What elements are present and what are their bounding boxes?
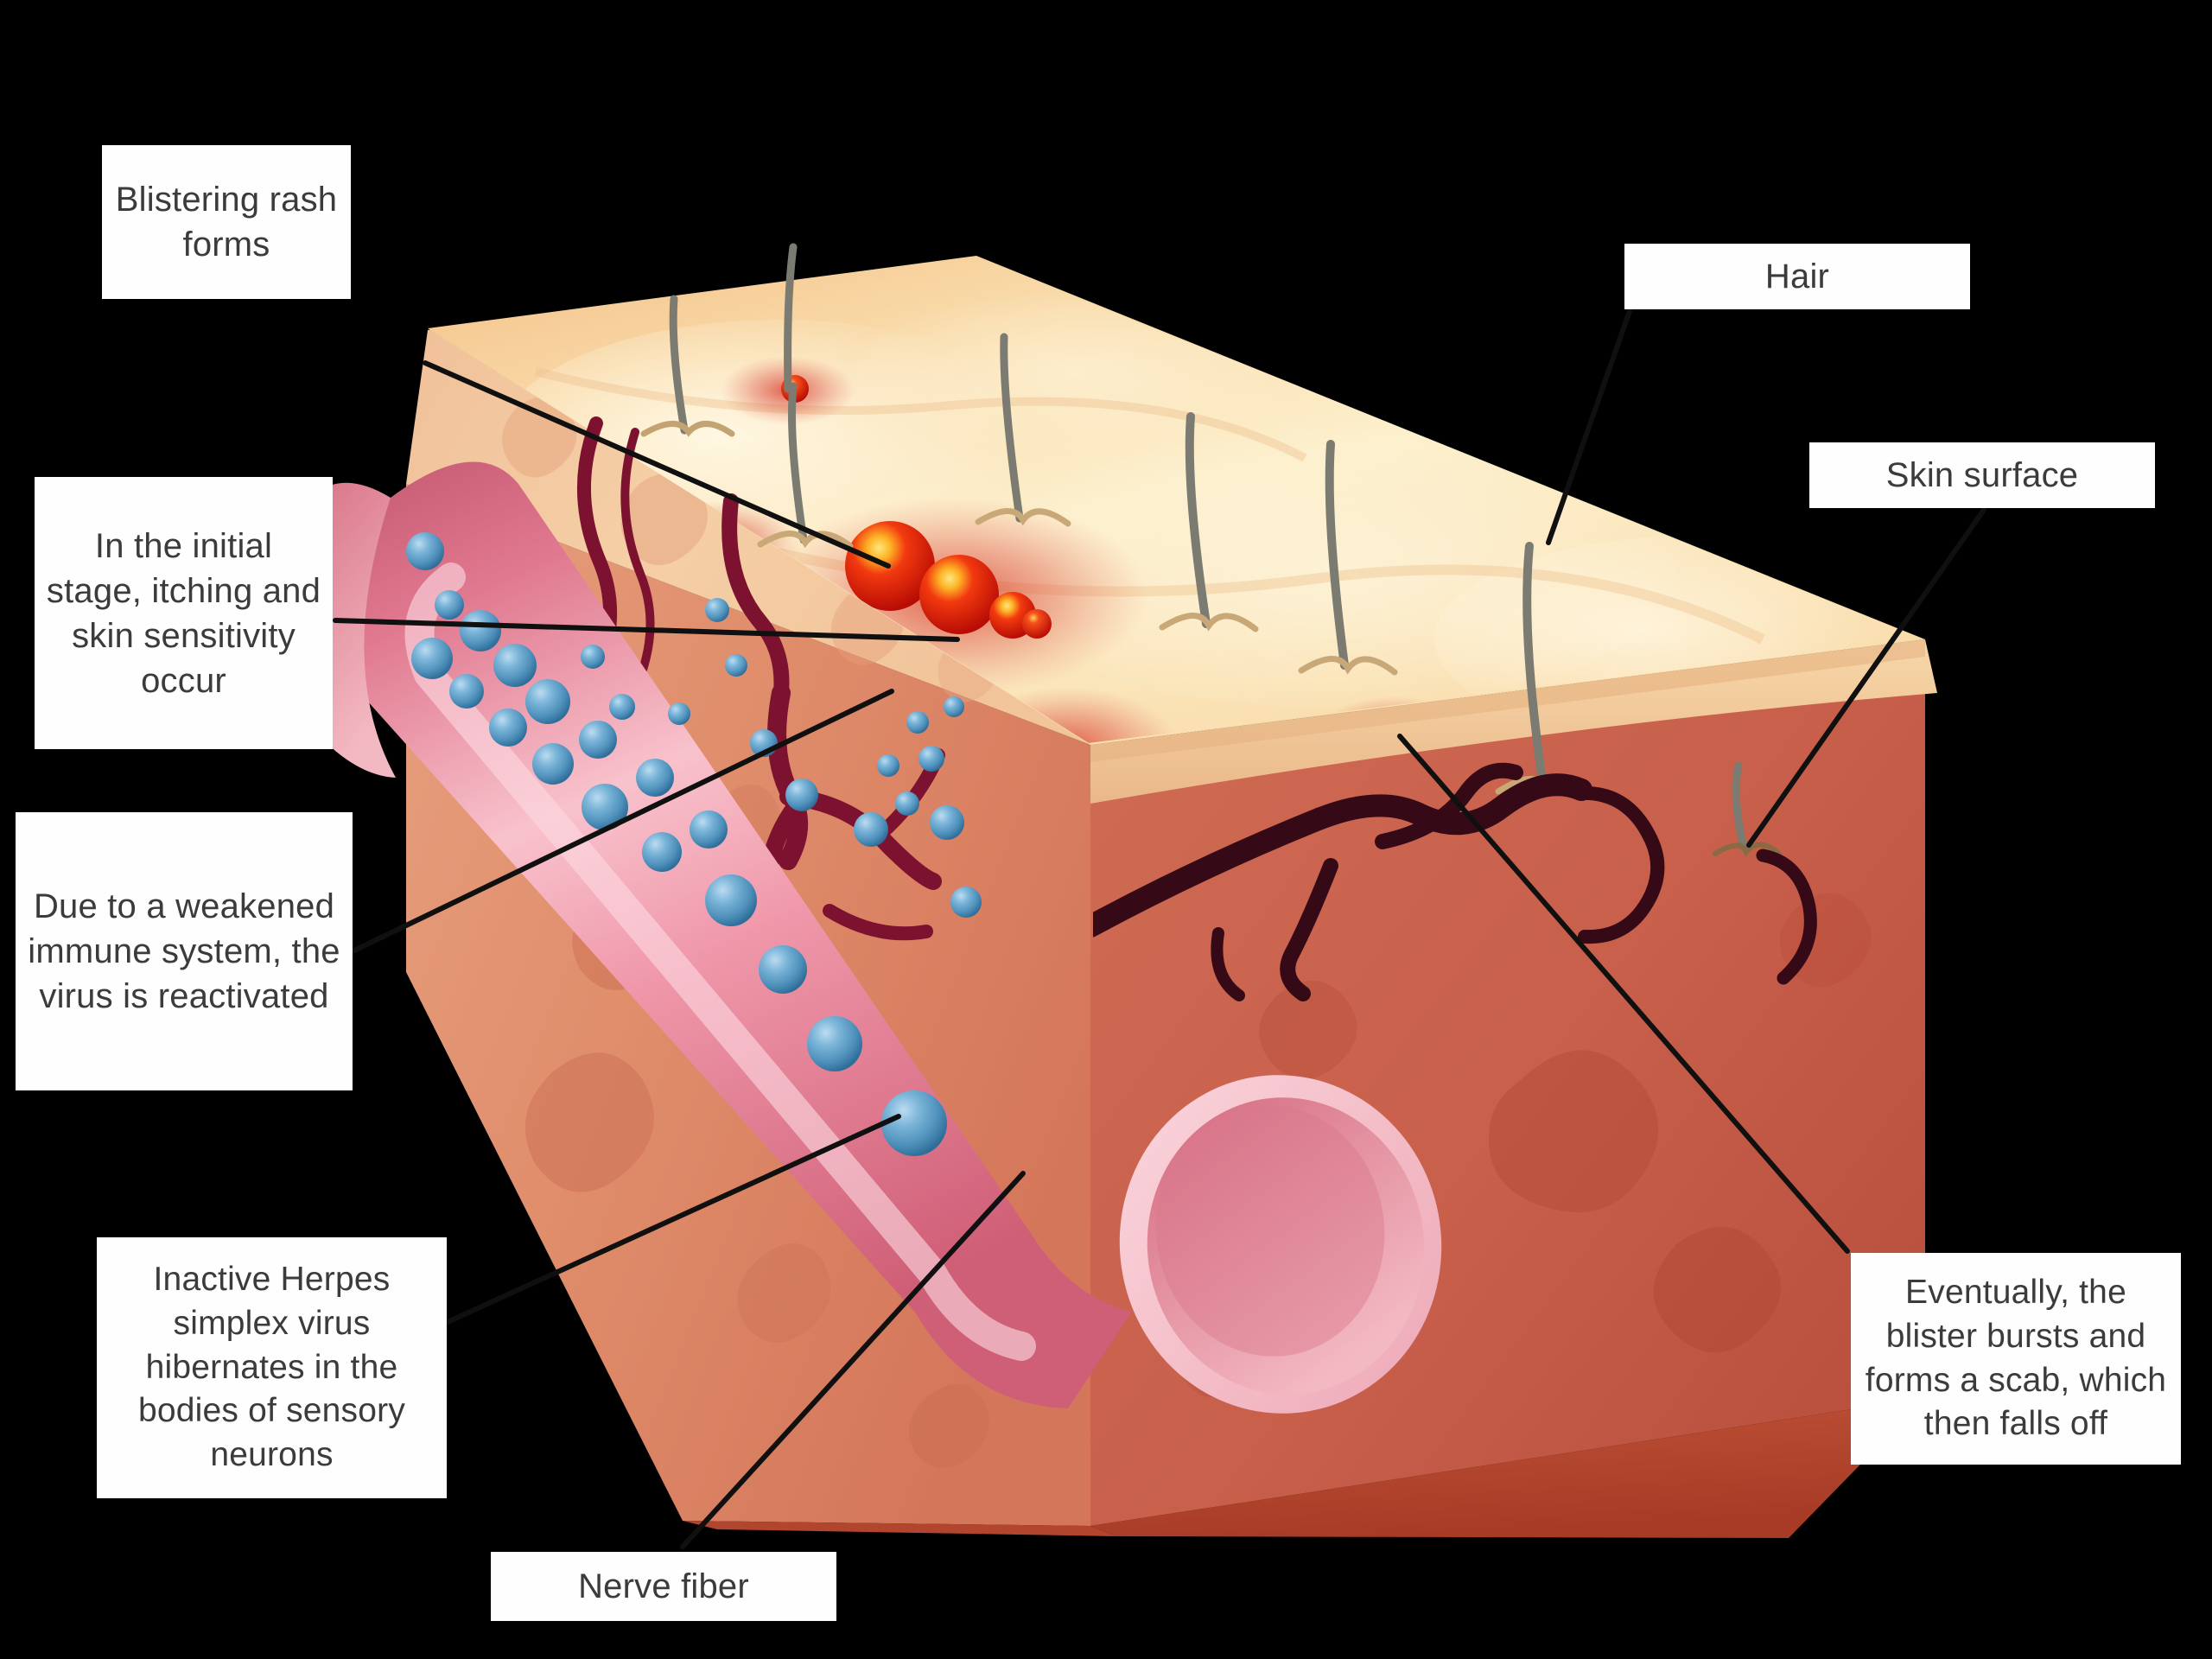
epidermis-edge-line: [1090, 639, 1925, 762]
virus-particle: [881, 1090, 947, 1156]
capillary-network-right: [1093, 762, 1817, 1001]
blister: [1022, 609, 1052, 639]
hair-follicle-crease: [757, 531, 854, 550]
hair-icon: [1325, 440, 1349, 670]
virus-particle: [705, 598, 729, 622]
hair-icon: [1000, 333, 1024, 523]
virus-particle: [668, 702, 690, 725]
virus-particle: [690, 810, 728, 849]
virus-particle: [854, 812, 888, 847]
nerve-fiber-cut-face: [1147, 1097, 1425, 1395]
leader-line-blistering-rash: [423, 360, 891, 569]
label-weakened-immune[interactable]: Due to a weakened immune system, the vir…: [16, 812, 353, 1090]
hair-follicle-crease: [1713, 842, 1782, 858]
label-nerve-fiber[interactable]: Nerve fiber: [491, 1552, 836, 1621]
virus-particle: [406, 532, 444, 570]
virus-particle: [609, 694, 635, 720]
virus-particle: [918, 746, 944, 772]
hair-icon: [1185, 412, 1211, 628]
hair-icon: [784, 243, 798, 393]
hair-icon: [788, 382, 808, 544]
virus-particle: [449, 674, 484, 709]
label-blistering-rash[interactable]: Blistering rash forms: [102, 145, 351, 299]
virus-particle: [930, 805, 964, 840]
leader-line-eventually: [1397, 734, 1850, 1254]
virus-particle-group: [406, 532, 982, 1156]
virus-particle: [525, 679, 570, 724]
dermis-front-face: [1090, 1398, 1925, 1538]
virus-particle: [411, 638, 453, 679]
leader-line-initial-stage: [333, 618, 960, 642]
virus-particle: [579, 721, 617, 759]
hair-follicle-crease: [640, 421, 735, 437]
leader-line-nerve-fiber: [680, 1171, 1026, 1549]
label-skin-surface[interactable]: Skin surface: [1809, 442, 2155, 508]
dermis-bottom-edge: [683, 1521, 1116, 1536]
virus-particle: [642, 832, 682, 872]
label-initial-stage[interactable]: In the initial stage, itching and skin s…: [35, 477, 333, 749]
virus-particle: [493, 644, 537, 687]
virus-particle: [807, 1016, 862, 1071]
leader-lines: [333, 308, 1986, 1549]
virus-particle: [705, 874, 757, 926]
leader-line-inactive-herpes: [445, 1114, 901, 1325]
leader-line-skin-surface: [1746, 507, 1986, 848]
hair-icon: [1522, 542, 1548, 791]
virus-particle: [785, 779, 818, 811]
virus-particle: [950, 887, 982, 918]
virus-particle: [581, 645, 605, 669]
virus-particle: [582, 784, 628, 830]
hair-follicle-crease: [1159, 613, 1259, 632]
virus-particle: [460, 610, 501, 652]
hair-icon: [1732, 761, 1748, 853]
virus-particle: [435, 590, 464, 620]
virus-particle: [944, 696, 964, 717]
label-hair[interactable]: Hair: [1624, 244, 1970, 309]
virus-particle: [759, 945, 807, 994]
leader-line-hair: [1546, 308, 1632, 545]
leader-line-weakened-immune: [352, 689, 894, 953]
virus-particle: [489, 709, 527, 747]
label-inactive-herpes[interactable]: Inactive Herpes simplex virus hibernates…: [97, 1237, 447, 1498]
virus-particle: [877, 754, 899, 777]
virus-particle: [725, 654, 747, 677]
hair-group: [640, 243, 1782, 858]
label-eventually-blister[interactable]: Eventually, the blister bursts and forms…: [1851, 1253, 2181, 1465]
virus-particle: [906, 711, 929, 734]
hair-follicle-crease: [975, 508, 1071, 527]
virus-particle: [532, 743, 574, 785]
blister: [919, 555, 999, 634]
hair-icon: [669, 295, 689, 435]
virus-particle: [636, 759, 674, 797]
virus-particle: [895, 791, 919, 816]
hair-follicle-crease: [1298, 656, 1398, 676]
